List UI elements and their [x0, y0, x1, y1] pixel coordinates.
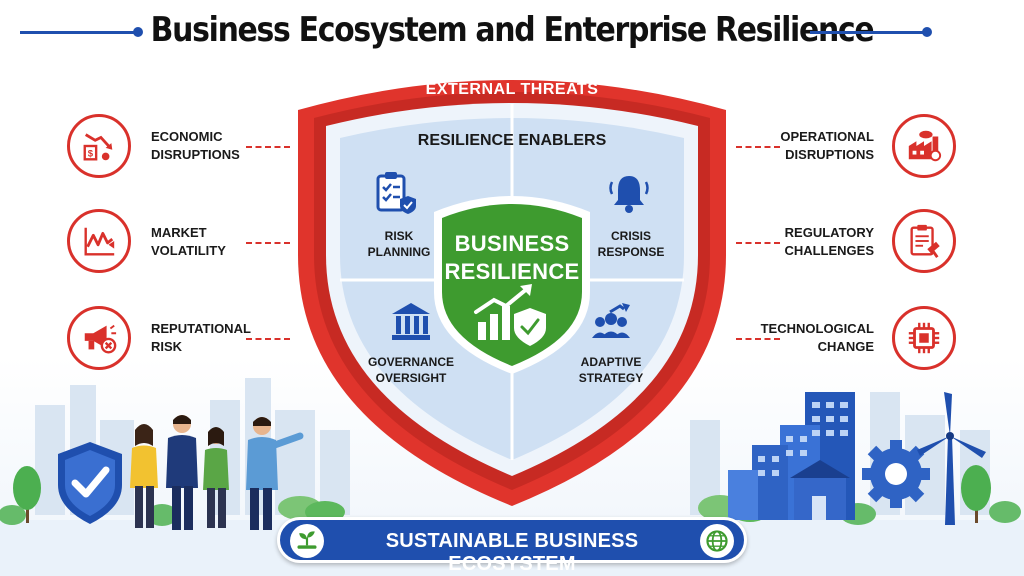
economic-decline-icon: $: [67, 114, 131, 178]
svg-text:$: $: [88, 148, 94, 159]
city-skyline-left: [35, 378, 350, 515]
threat-label-line1: REPUTATIONAL: [151, 321, 251, 336]
enabler-adaptive-strategy: ADAPTIVE STRATEGY: [556, 354, 666, 386]
connector-dash: [246, 242, 290, 244]
threat-regulatory-challenges: REGULATORY CHALLENGES: [754, 224, 874, 260]
enabler-label-line2: RESPONSE: [597, 245, 665, 259]
threat-reputational-risk: REPUTATIONAL RISK: [151, 320, 271, 356]
threat-label-line2: CHANGE: [817, 339, 874, 354]
enabler-risk-planning: RISK PLANNING: [344, 228, 454, 260]
threat-label-line2: RISK: [151, 339, 183, 354]
enabler-label-line1: CRISIS: [610, 229, 651, 243]
title-line-left: [20, 31, 138, 34]
threat-label-line1: OPERATIONAL: [780, 129, 874, 144]
enabler-label-line2: OVERSIGHT: [375, 371, 447, 385]
threat-label-line2: DISRUPTIONS: [151, 147, 240, 162]
checklist-shield-icon: [376, 172, 416, 214]
shield-check-icon: [58, 442, 122, 524]
growth-chart-icon: [474, 284, 546, 346]
enabler-label-line2: STRATEGY: [578, 371, 644, 385]
threat-label-line2: VOLATILITY: [151, 243, 226, 258]
connector-dash: [246, 338, 290, 340]
gear-icon: [862, 440, 930, 508]
core-line-1: BUSINESS: [454, 231, 570, 256]
megaphone-icon: [67, 306, 131, 370]
gavel-document-icon: [892, 209, 956, 273]
office-buildings: [728, 392, 855, 520]
volatility-chart-icon: [67, 209, 131, 273]
threat-operational-disruptions: OPERATIONAL DISRUPTIONS: [754, 128, 874, 164]
threat-market-volatility: MARKET VOLATILITY: [151, 224, 271, 260]
core-line-2: RESILIENCE: [444, 259, 580, 284]
title-dot-left: [133, 27, 143, 37]
team-growth-icon: [592, 303, 630, 338]
enabler-label-line2: PLANNING: [367, 245, 431, 259]
page-title: Business Ecosystem and Enterprise Resili…: [150, 10, 875, 50]
business-resilience-core: BUSINESS RESILIENCE: [432, 230, 592, 286]
bell-icon: [609, 176, 649, 213]
factory-icon: [892, 114, 956, 178]
threat-label-line1: ECONOMIC: [151, 129, 223, 144]
sustainable-ecosystem-banner: SUSTAINABLE BUSINESS ECOSYSTEM: [277, 517, 747, 575]
banner-label: SUSTAINABLE BUSINESS ECOSYSTEM: [385, 530, 639, 575]
enabler-label-line1: GOVERNANCE: [367, 355, 454, 369]
wind-turbine-icon: [917, 392, 986, 525]
title-line-right: [810, 31, 928, 34]
enabler-label-line1: ADAPTIVE: [580, 355, 642, 369]
enabler-label-line1: RISK: [384, 229, 414, 243]
enabler-governance-oversight: GOVERNANCE OVERSIGHT: [356, 354, 466, 386]
threat-label-line2: DISRUPTIONS: [785, 147, 874, 162]
connector-dash: [736, 146, 780, 148]
globe-icon: [700, 524, 734, 558]
threat-technological-change: TECHNOLOGICAL CHANGE: [754, 320, 874, 356]
threat-label-line1: REGULATORY: [784, 225, 874, 240]
threat-label-line1: MARKET: [151, 225, 207, 240]
title-dot-right: [922, 27, 932, 37]
connector-dash: [736, 242, 780, 244]
external-threats-label: EXTERNAL THREATS: [425, 81, 599, 98]
city-skyline-right: [690, 392, 990, 515]
enabler-crisis-response: CRISIS RESPONSE: [576, 228, 686, 260]
institution-icon: [392, 303, 430, 340]
trees-right: [698, 465, 1021, 525]
threat-label-line1: TECHNOLOGICAL: [760, 321, 874, 336]
connector-dash: [246, 146, 290, 148]
threat-label-line2: CHALLENGES: [784, 243, 874, 258]
resilience-enablers-label: RESILIENCE ENABLERS: [417, 132, 607, 149]
threat-economic-disruptions: ECONOMIC DISRUPTIONS: [151, 128, 271, 164]
business-team-illustration: [130, 415, 304, 530]
chip-icon: [892, 306, 956, 370]
connector-dash: [736, 338, 780, 340]
seedling-icon: [290, 524, 324, 558]
